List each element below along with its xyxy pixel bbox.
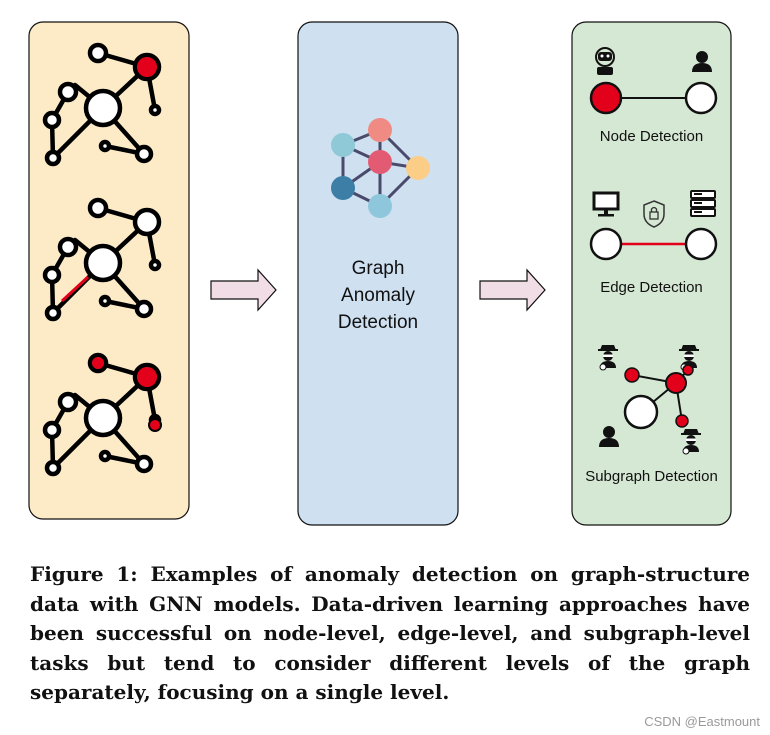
- watermark: CSDN @Eastmount: [644, 714, 760, 729]
- model-label-line-2: Anomaly: [341, 285, 415, 306]
- model-label-line-3: Detection: [337, 312, 419, 333]
- normal-node: [684, 81, 718, 115]
- model-label-line-1: Graph: [351, 258, 405, 279]
- anomalous-node: [148, 418, 162, 432]
- anomalous-node: [92, 357, 104, 369]
- model-label: Graph Anomaly Detection: [298, 255, 458, 336]
- block-arrow-icon: [210, 268, 277, 312]
- lock-shield-icon: [643, 200, 665, 228]
- normal-node: [684, 227, 718, 261]
- robot-icon: [595, 47, 615, 75]
- anomalous-node: [589, 81, 623, 115]
- edge-detection-label: Edge Detection: [600, 279, 703, 296]
- normal-node: [589, 227, 623, 261]
- figure-diagram: [28, 21, 732, 526]
- anomalous-edge: [60, 275, 90, 303]
- detection-results-panel: [571, 21, 732, 526]
- node-detection-label: Node Detection: [599, 128, 704, 145]
- graph-with-anomalous-subgraph: [45, 355, 162, 474]
- figure-caption: Figure 1: Examples of anomaly detection …: [30, 562, 750, 704]
- block-arrow-icon: [479, 268, 546, 312]
- graph-with-anomalous-node: [45, 45, 159, 164]
- computer-icon: [592, 191, 620, 217]
- anomalous-node: [137, 57, 157, 77]
- subgraph-network: [623, 364, 694, 430]
- server-icon: [690, 190, 716, 217]
- anomalous-node: [137, 367, 157, 387]
- graph-with-anomalous-edge: [45, 200, 159, 319]
- gnn-network-icon: [331, 118, 430, 218]
- subgraph-detection-label: Subgraph Detection: [585, 468, 718, 485]
